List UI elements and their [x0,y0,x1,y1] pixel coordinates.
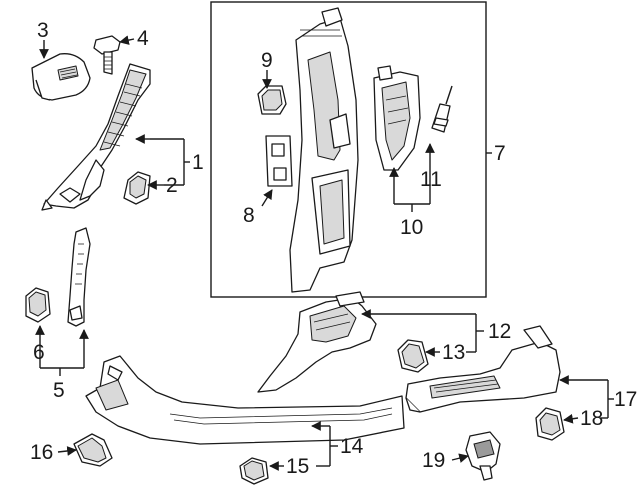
part-19-fastener [465,431,501,481]
callout-12: 12 [488,320,511,343]
part-8-bracket [265,135,293,187]
part-17-rear-sill [405,325,561,413]
part-10-handle [373,65,421,171]
callout-5: 5 [53,379,65,402]
callout-labels: 3 4 1 2 9 8 7 11 10 6 5 12 13 14 15 16 1… [30,19,637,478]
part-16-cap [73,433,113,467]
callout-14: 14 [340,435,364,458]
callout-17: 17 [614,388,637,411]
callout-3: 3 [37,19,49,42]
part-14-sill-plate [85,355,405,445]
callout-11: 11 [420,168,442,191]
callout-7: 7 [494,142,506,165]
part-2-clip [123,171,151,205]
callout-16: 16 [30,441,53,464]
callout-15: 15 [286,455,309,478]
part-15-clip [239,457,269,485]
callout-13: 13 [442,341,465,364]
part-3-cap [31,53,91,101]
leader-lines [35,35,614,471]
callout-6: 6 [33,341,45,364]
part-5-lower-pillar [67,227,91,327]
callout-9: 9 [261,49,273,72]
part-13-clip [397,339,429,373]
part-4-bolt [93,35,121,75]
part-7-center-pillar [289,7,359,293]
callout-19: 19 [422,449,445,472]
callout-2: 2 [166,174,178,197]
part-9-clip [257,85,287,115]
part-1-pillar-trim [41,63,151,211]
callout-8: 8 [243,204,255,227]
callout-4: 4 [137,27,149,50]
part-11-pin [431,85,453,133]
part-6-clip [25,287,51,323]
part-18-clip [535,407,565,441]
callout-10: 10 [400,216,423,239]
callout-18: 18 [580,407,603,430]
callout-1: 1 [192,151,204,174]
part-12-quarter-trim [257,291,377,393]
